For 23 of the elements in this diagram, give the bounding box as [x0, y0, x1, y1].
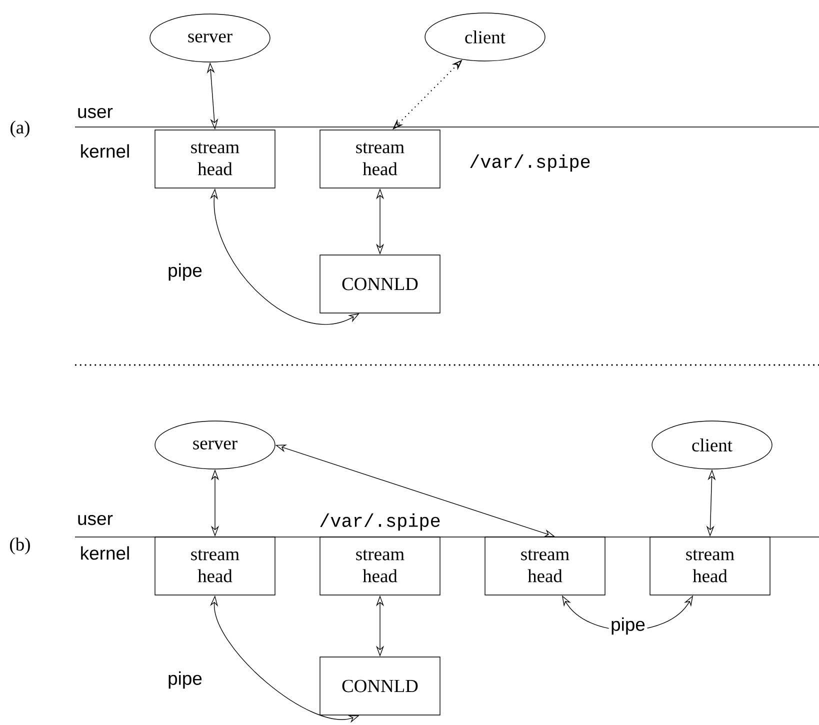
label: (a)	[10, 120, 30, 138]
label: kernel	[81, 144, 129, 158]
edge-label: pipe	[166, 262, 204, 282]
edge-label: pipe	[166, 670, 204, 690]
label: (b)	[10, 538, 30, 554]
process-box: stream head	[484, 536, 606, 596]
process-box: stream head	[320, 130, 440, 188]
ellipse-node: server	[154, 420, 276, 470]
label: user	[78, 108, 113, 118]
process-box: stream head	[320, 536, 440, 596]
process-box: CONNLD	[320, 656, 440, 716]
label: /var/.spipe	[320, 513, 440, 531]
label: /var/.spipe	[470, 154, 590, 172]
ellipse-node: client	[424, 12, 546, 62]
process-box: stream head	[154, 536, 276, 596]
label: kernel	[81, 546, 129, 560]
edge-label: pipe	[608, 616, 648, 636]
ellipse-node: server	[150, 14, 270, 62]
process-box: stream head	[154, 130, 276, 188]
process-box: CONNLD	[320, 254, 440, 314]
process-box: stream head	[650, 536, 770, 596]
ellipse-node: client	[652, 420, 772, 470]
label: user	[78, 514, 113, 526]
